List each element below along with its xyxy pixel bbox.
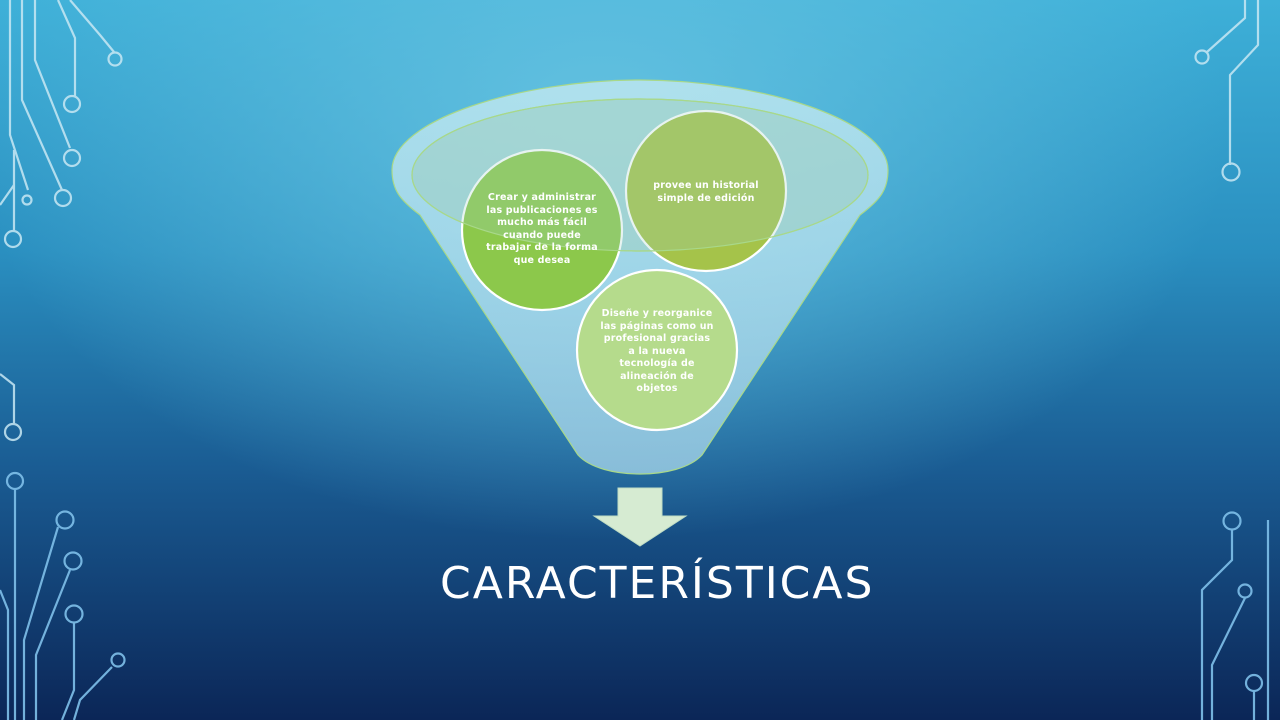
rim-overlay (411, 98, 869, 252)
bubble-create (460, 148, 624, 312)
bubble-history (624, 109, 788, 273)
slide-title: CARACTERÍSTICAS (440, 558, 875, 609)
bubble-history-text: provee un historial simple de edición (653, 180, 759, 204)
bubble-design (575, 268, 739, 432)
bubble-create-text: Crear y administrar las publicaciones es… (486, 192, 598, 266)
bubble-design-text: Diseñe y reorganice las páginas como un … (600, 308, 714, 394)
